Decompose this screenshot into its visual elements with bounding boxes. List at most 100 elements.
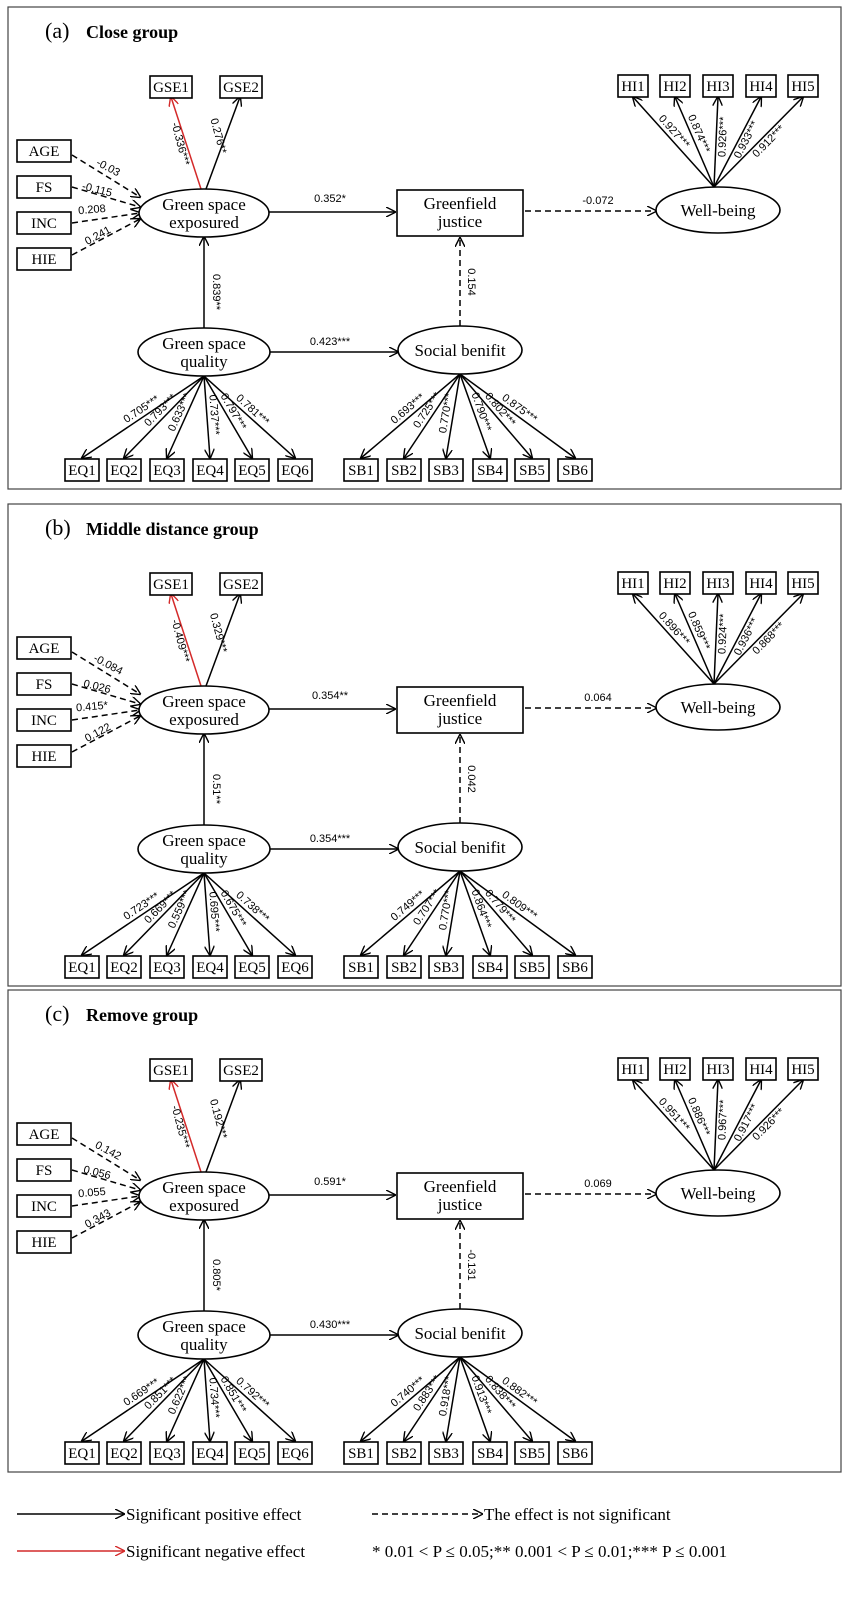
node-hi4-label: HI4: [749, 576, 773, 592]
coef-covariate-age: 0.142: [93, 1139, 123, 1163]
panel-title: Close group: [86, 22, 178, 42]
node-fs: FS: [16, 1158, 72, 1182]
node-well-being: Well-being: [655, 683, 781, 731]
node-gse2-frame: [219, 572, 263, 596]
coef-exposure-justice: 0.352*: [314, 193, 347, 205]
node-well-being: Well-being: [655, 1169, 781, 1217]
path-quality-eq4: [203, 375, 210, 458]
node-eq4: EQ4: [192, 458, 228, 482]
path-exposure-gse1: [171, 97, 202, 190]
node-gse1: GSE1: [149, 572, 193, 596]
node-green-space-exposured-shape: [138, 188, 270, 238]
path-benefit-sb2: [404, 373, 461, 458]
node-gse1-frame: [149, 1058, 193, 1082]
coef-benefit-justice: 0.042: [465, 765, 477, 793]
node-sb1: SB1: [343, 458, 379, 482]
coef-wellbeing-hi3: 0.926***: [716, 116, 730, 158]
node-gse2-frame: [219, 1058, 263, 1082]
node-hi2-label: HI2: [663, 576, 686, 592]
node-well-being-label: Well-being: [680, 201, 756, 220]
node-gse2-frame: [219, 75, 263, 99]
coef-covariate-hie: 0.241: [83, 224, 113, 248]
coef-covariate-inc: 0.208: [78, 203, 106, 217]
node-eq1-frame: [64, 458, 100, 482]
node-hi2-frame: [659, 74, 691, 98]
coef-quality-benefit: 0.423***: [310, 336, 351, 348]
node-social-benifit: Social benifit: [397, 325, 523, 375]
path-quality-eq2: [124, 375, 205, 458]
node-eq6: EQ6: [277, 955, 313, 979]
path-quality-eq6: [203, 872, 295, 955]
node-greenfield-justice-label-1: Greenfield: [424, 1177, 497, 1196]
path-covariate-fs: [71, 1169, 140, 1190]
coef-covariate-inc: 0.055: [78, 1186, 106, 1200]
path-quality-eq2: [124, 872, 205, 955]
node-eq2-label: EQ2: [110, 1446, 138, 1462]
node-sb6-label: SB6: [562, 1446, 588, 1462]
node-hi4: HI4: [745, 1057, 777, 1081]
node-hie-frame: [16, 744, 72, 768]
node-eq1: EQ1: [64, 1441, 100, 1465]
path-benefit-sb1: [361, 373, 461, 458]
node-social-benifit: Social benifit: [397, 1308, 523, 1358]
node-green-space-quality-label-1: Green space: [162, 334, 246, 353]
node-well-being-shape: [655, 186, 781, 234]
node-gse2: GSE2: [219, 1058, 263, 1082]
node-well-being-shape: [655, 1169, 781, 1217]
node-gse2-label: GSE2: [223, 577, 259, 593]
node-inc-label: INC: [31, 713, 57, 729]
node-green-space-quality-label-2: quality: [180, 849, 228, 868]
path-covariate-age: [71, 154, 140, 197]
coef-wellbeing-hi3: 0.924***: [716, 613, 730, 655]
coef-covariate-age: -0.03: [94, 157, 122, 179]
path-wellbeing-hi1: [633, 1080, 715, 1171]
node-gse1: GSE1: [149, 75, 193, 99]
path-quality-eq4: [203, 1358, 210, 1441]
node-green-space-exposured-shape: [138, 685, 270, 735]
node-sb1-label: SB1: [348, 1446, 374, 1462]
panel-a-frame: [7, 6, 842, 490]
node-hi2-frame: [659, 1057, 691, 1081]
node-inc-frame: [16, 708, 72, 732]
node-hi3-label: HI3: [706, 576, 729, 592]
node-gse2-label: GSE2: [223, 1063, 259, 1079]
node-sb2-frame: [386, 458, 422, 482]
node-age-frame: [16, 139, 72, 163]
node-eq2-frame: [106, 955, 142, 979]
path-covariate-age: [71, 651, 140, 694]
path-quality-eq5: [203, 1358, 252, 1441]
coef-justice-wellbeing: 0.064: [584, 692, 612, 704]
node-hi1-frame: [617, 74, 649, 98]
node-hi5: HI5: [787, 571, 819, 595]
path-quality-eq1: [82, 872, 205, 955]
node-hi1: HI1: [617, 571, 649, 595]
node-social-benifit-label: Social benifit: [414, 341, 505, 360]
path-wellbeing-hi2: [675, 97, 715, 188]
node-gse1: GSE1: [149, 1058, 193, 1082]
path-quality-eq6: [203, 1358, 295, 1441]
node-eq4-label: EQ4: [196, 1446, 224, 1462]
node-eq2-label: EQ2: [110, 960, 138, 976]
path-wellbeing-hi5: [713, 1080, 803, 1171]
node-greenfield-justice-frame: [396, 1172, 524, 1220]
node-hi1-label: HI1: [621, 79, 644, 95]
path-wellbeing-hi3: [714, 594, 718, 685]
node-eq5-label: EQ5: [238, 463, 266, 479]
node-age-frame: [16, 1122, 72, 1146]
path-wellbeing-hi3: [714, 97, 718, 188]
node-hi3: HI3: [702, 1057, 734, 1081]
node-age: AGE: [16, 636, 72, 660]
node-hie-frame: [16, 1230, 72, 1254]
node-eq6-label: EQ6: [281, 1446, 309, 1462]
node-sb4-label: SB4: [477, 463, 503, 479]
node-eq4-frame: [192, 955, 228, 979]
path-benefit-sb4: [459, 1356, 490, 1441]
coef-wellbeing-hi2: 0.859***: [685, 610, 712, 652]
node-sb3-label: SB3: [433, 463, 459, 479]
node-green-space-quality-label-2: quality: [180, 352, 228, 371]
node-eq3-frame: [149, 955, 185, 979]
node-gse1-frame: [149, 75, 193, 99]
node-sb1: SB1: [343, 1441, 379, 1465]
